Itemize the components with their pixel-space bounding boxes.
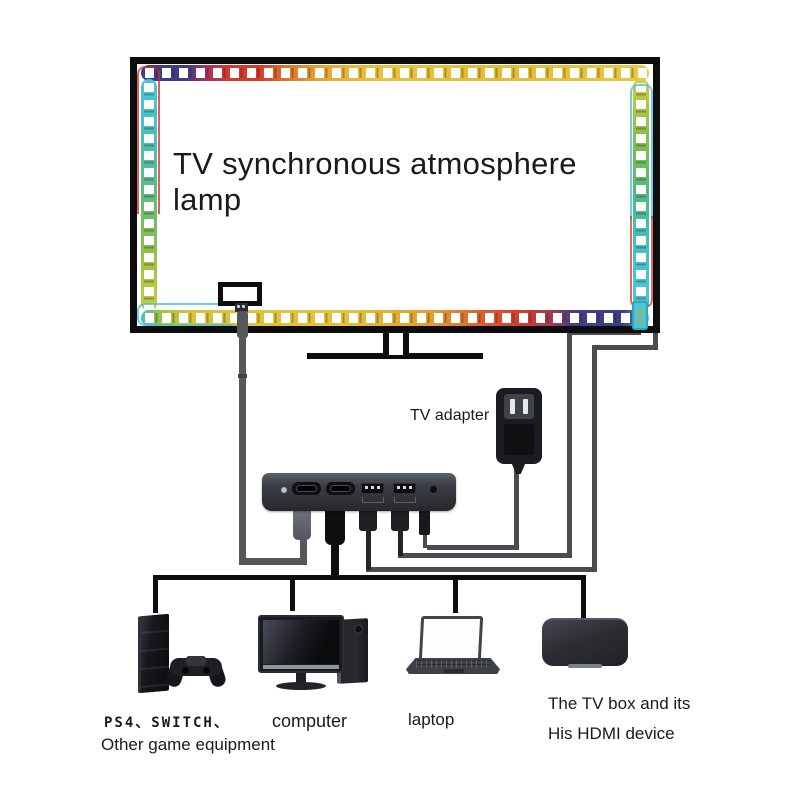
led-strip-left-icon (141, 79, 157, 311)
led-strip-top-icon (141, 65, 649, 81)
gamepad-icon (164, 650, 228, 692)
gamepad-stick (203, 667, 210, 674)
adapter-plug-face (504, 394, 534, 419)
dc-plug-icon (419, 505, 430, 535)
usb-cable (366, 530, 371, 570)
sensor-cable-loop (239, 558, 307, 565)
status-led-icon (281, 487, 287, 493)
gamepad-touchpad (186, 656, 206, 666)
bus-drop-ps4 (153, 575, 158, 613)
hdmi-port-1 (292, 482, 321, 495)
usb-port-2 (393, 483, 416, 494)
hdmi-port-2 (326, 482, 355, 495)
tv-box-icon (542, 618, 628, 668)
led-squares (142, 313, 648, 323)
sensor-cable (239, 337, 246, 565)
power-adapter-icon (496, 388, 542, 464)
computer-label: computer (272, 711, 348, 731)
led-signal-wire (653, 319, 658, 350)
led-signal-wire (592, 345, 658, 350)
usb-port-1 (361, 483, 384, 494)
led-strip-connector-icon (632, 301, 648, 330)
led-signal-wire (366, 567, 597, 572)
tv-box-label-line1: The TV box and its (548, 694, 691, 713)
led-power-wire (398, 553, 572, 558)
bus-drop-tvbox (581, 575, 586, 618)
hdmi-plug-icon (325, 503, 345, 545)
led-squares (142, 68, 648, 78)
usb-port-bracket (394, 497, 416, 503)
adapter-panel (504, 424, 534, 455)
strip-outline-bottom-left (137, 303, 233, 326)
tv-stand-neck (383, 330, 409, 355)
led-strip-bottom-icon (141, 310, 649, 326)
strip-outline-top-left (137, 66, 160, 214)
bus-drop-computer (290, 575, 295, 611)
tv-screen-text: TV synchronous atmosphere lamp (173, 146, 577, 217)
sensor-cable (237, 311, 248, 338)
device-bus-line (153, 575, 586, 580)
gamepad-stick (182, 667, 189, 674)
ps4-switch-label: PS4、SWITCH、 (104, 715, 230, 731)
laptop-label: laptop (408, 710, 455, 729)
adapter-wire (514, 466, 519, 550)
adapter-label: TV adapter (410, 407, 490, 424)
strip-outline-top-right (630, 84, 653, 219)
dc-jack-icon (428, 484, 439, 495)
tv-stand-base (307, 353, 483, 359)
cable-joint (238, 374, 247, 378)
led-strip-right-icon (633, 79, 649, 311)
sensor-cable-loop (300, 540, 307, 565)
adapter-wire (427, 545, 519, 550)
led-squares (144, 80, 154, 310)
monitor-neck (296, 672, 306, 684)
led-power-wire (567, 333, 572, 558)
monitor-icon (258, 615, 344, 673)
hdmi-trunk-cable (331, 542, 339, 577)
monitor-base (276, 682, 326, 690)
sensor-usb-connector-icon (235, 303, 248, 312)
plug-prong (523, 399, 528, 414)
dc-plug-wire (423, 534, 427, 548)
hdmi-hub-icon (262, 473, 456, 511)
strip-outline-bottom-right (630, 216, 653, 308)
laptop-keyboard (406, 658, 500, 674)
led-squares (636, 80, 646, 310)
hdmi-plug-icon (293, 503, 311, 540)
laptop-icon (418, 616, 484, 661)
usb-cable (398, 530, 403, 556)
tv-box-label-line2: His HDMI device (548, 724, 675, 743)
bus-drop-laptop (453, 575, 458, 613)
other-game-equipment-label: Other game equipment (101, 735, 275, 754)
led-signal-wire (592, 348, 597, 572)
usb-port-bracket (362, 497, 384, 503)
plug-prong (510, 399, 515, 414)
